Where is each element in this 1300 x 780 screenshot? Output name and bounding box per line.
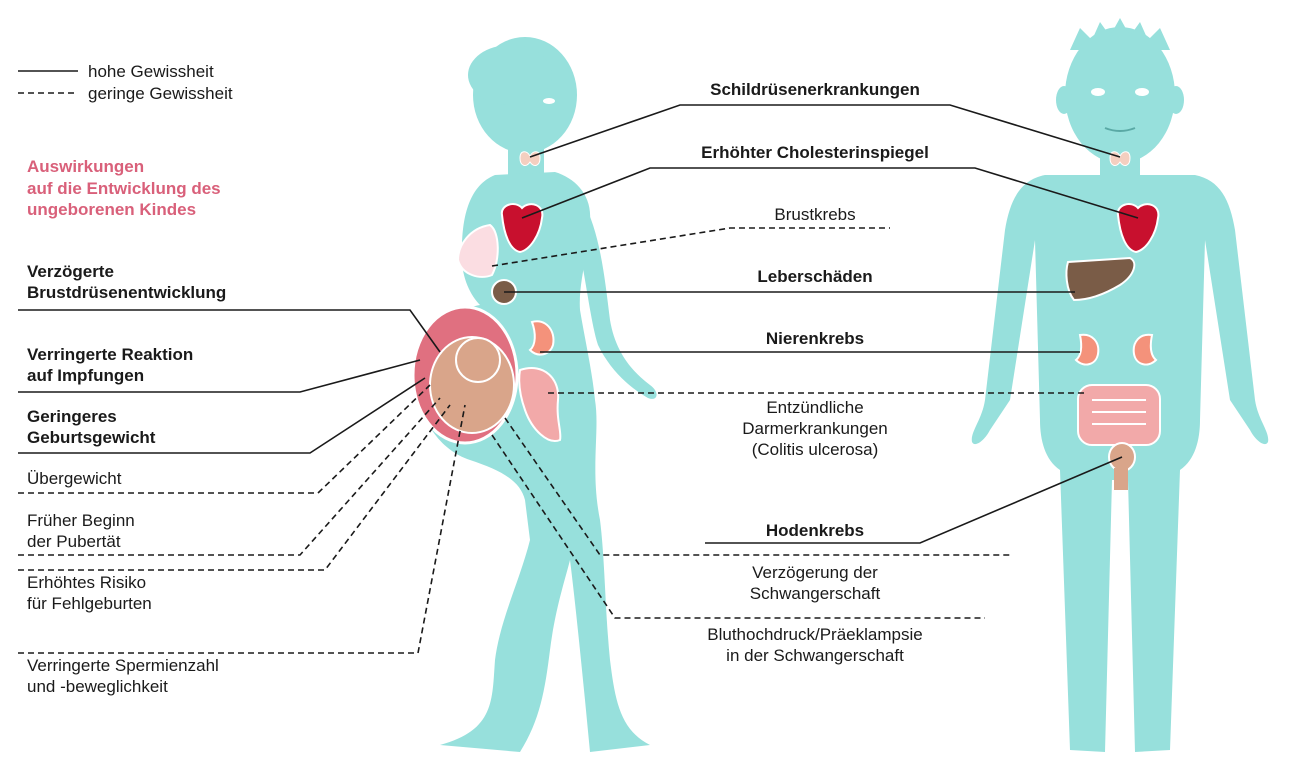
label-thyroid: Schildrüsenerkrankungen bbox=[710, 80, 920, 99]
label-testicular: Hodenkrebs bbox=[766, 521, 864, 540]
label-puberty-1: Früher Beginn bbox=[27, 511, 135, 530]
label-breast-dev-1: Verzögerte bbox=[27, 262, 114, 281]
label-preeclampsia-1: Bluthochdruck/Präeklampsie bbox=[707, 625, 922, 644]
legend: hohe Gewissheit geringe Gewissheit bbox=[18, 62, 233, 103]
line-breast-dev bbox=[18, 309, 441, 353]
label-birthweight-1: Geringeres bbox=[27, 407, 117, 426]
man-mouth bbox=[1104, 127, 1136, 132]
label-kidney: Nierenkrebs bbox=[766, 329, 864, 348]
man-hair bbox=[1070, 18, 1170, 50]
line-testicular bbox=[705, 456, 1123, 544]
label-vaccine-2: auf Impfungen bbox=[27, 366, 144, 385]
connector-lines bbox=[18, 104, 1139, 654]
woman-heart bbox=[500, 203, 544, 254]
line-sperm bbox=[18, 404, 466, 654]
label-miscarriage-2: für Fehlgeburten bbox=[27, 594, 152, 613]
man-head bbox=[1065, 27, 1175, 163]
man-eye-right bbox=[1135, 88, 1149, 96]
legend-low-label: geringe Gewissheit bbox=[88, 84, 233, 103]
label-colitis-3: (Colitis ulcerosa) bbox=[752, 440, 879, 459]
line-vaccine bbox=[18, 359, 421, 393]
label-puberty-2: der Pubertät bbox=[27, 532, 121, 551]
organs bbox=[411, 151, 1161, 490]
label-liver: Leberschäden bbox=[757, 267, 872, 286]
heading-line-1: Auswirkungen bbox=[27, 157, 144, 176]
man-ear-left bbox=[1056, 86, 1072, 114]
label-sperm-1: Verringerte Spermienzahl bbox=[27, 656, 219, 675]
man-liver bbox=[1065, 256, 1136, 302]
line-puberty bbox=[18, 397, 441, 556]
left-labels: Verzögerte Brustdrüsenentwicklung Verrin… bbox=[27, 262, 226, 696]
man-heart bbox=[1116, 203, 1160, 254]
man-kidney-right bbox=[1132, 333, 1158, 366]
label-overweight: Übergewicht bbox=[27, 469, 122, 488]
label-sperm-2: und -beweglichkeit bbox=[27, 677, 168, 696]
label-pregnancy-delay-2: Schwangerschaft bbox=[750, 584, 881, 603]
woman-eye bbox=[543, 98, 555, 104]
line-breast-cancer bbox=[491, 227, 890, 267]
line-thyroid bbox=[529, 104, 1121, 158]
man-ear-right bbox=[1168, 86, 1184, 114]
line-birthweight bbox=[18, 377, 426, 454]
heading-line-3: ungeborenen Kindes bbox=[27, 200, 196, 219]
line-pregnancy-delay bbox=[504, 417, 1012, 556]
man-eye-left bbox=[1091, 88, 1105, 96]
center-labels: Schildrüsenerkrankungen Erhöhter Cholest… bbox=[701, 80, 929, 665]
label-pregnancy-delay-1: Verzögerung der bbox=[752, 563, 878, 582]
woman-breast bbox=[456, 223, 499, 278]
line-overweight bbox=[18, 384, 431, 494]
woman-hair bbox=[468, 45, 552, 105]
fetus-head bbox=[455, 337, 501, 383]
label-miscarriage-1: Erhöhtes Risiko bbox=[27, 573, 146, 592]
label-breast-dev-2: Brustdrüsenentwicklung bbox=[27, 283, 226, 302]
label-birthweight-2: Geburtsgewicht bbox=[27, 428, 156, 447]
line-cholesterol bbox=[521, 167, 1139, 219]
label-cholesterol: Erhöhter Cholesterinspiegel bbox=[701, 143, 929, 162]
label-vaccine-1: Verringerte Reaktion bbox=[27, 345, 193, 364]
man-penis bbox=[1114, 468, 1128, 490]
man-kidney-left bbox=[1074, 333, 1100, 366]
label-breast-cancer: Brustkrebs bbox=[774, 205, 855, 224]
label-colitis-2: Darmerkrankungen bbox=[742, 419, 888, 438]
woman-kidney bbox=[528, 320, 555, 356]
legend-high-label: hohe Gewissheit bbox=[88, 62, 214, 81]
line-preeclampsia bbox=[491, 434, 985, 619]
man-intestine-folds bbox=[1092, 399, 1146, 425]
man-intestine bbox=[1077, 384, 1161, 446]
woman-intestine bbox=[518, 367, 562, 442]
heading-line-2: auf die Entwicklung des bbox=[27, 179, 221, 198]
heading: Auswirkungen auf die Entwicklung des ung… bbox=[27, 157, 221, 219]
label-colitis-1: Entzündliche bbox=[766, 398, 863, 417]
line-miscarriage bbox=[18, 404, 451, 571]
label-preeclampsia-2: in der Schwangerschaft bbox=[726, 646, 904, 665]
